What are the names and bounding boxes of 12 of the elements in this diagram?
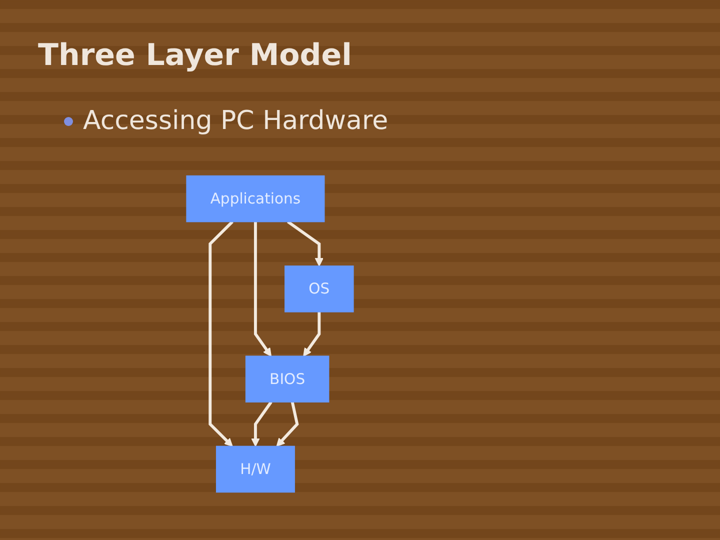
arrow xyxy=(286,220,324,266)
arrow xyxy=(276,402,299,447)
node-box: BIOS xyxy=(245,356,330,402)
arrow xyxy=(208,220,234,447)
node-box: OS xyxy=(284,266,354,312)
arrow xyxy=(303,312,321,357)
arrow xyxy=(251,401,272,447)
arrow xyxy=(254,222,272,357)
node-box: H/W xyxy=(216,446,295,493)
node-box: Applications xyxy=(186,175,325,222)
slide-title: Three Layer Model xyxy=(38,38,352,73)
bullet-text: Accessing PC Hardware xyxy=(83,106,388,136)
